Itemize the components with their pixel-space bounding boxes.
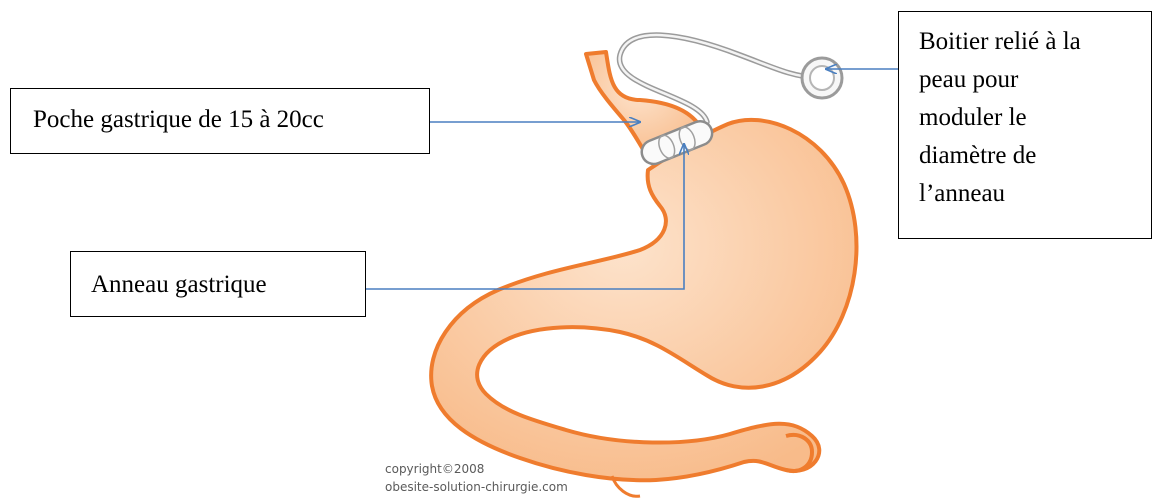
copyright-website: obesite-solution-chirurgie.com bbox=[385, 480, 568, 494]
label-boitier-line: peau pour bbox=[919, 61, 1151, 99]
stomach-body bbox=[431, 120, 856, 480]
access-port bbox=[802, 58, 842, 98]
label-poche-gastrique: Poche gastrique de 15 à 20cc bbox=[10, 88, 430, 154]
label-boitier-line: moduler le bbox=[919, 99, 1151, 137]
label-anneau-gastrique: Anneau gastrique bbox=[70, 251, 366, 317]
label-boitier-line: diamètre de bbox=[919, 137, 1151, 175]
label-boitier-line: l’anneau bbox=[919, 175, 1151, 213]
label-poche-text: Poche gastrique de 15 à 20cc bbox=[33, 106, 324, 133]
label-boitier-line: Boitier relié à la bbox=[919, 23, 1151, 61]
copyright-line: copyright©2008 bbox=[385, 462, 484, 476]
label-anneau-text: Anneau gastrique bbox=[91, 271, 267, 298]
label-boitier: Boitier relié à la peau pour moduler le … bbox=[898, 11, 1152, 239]
